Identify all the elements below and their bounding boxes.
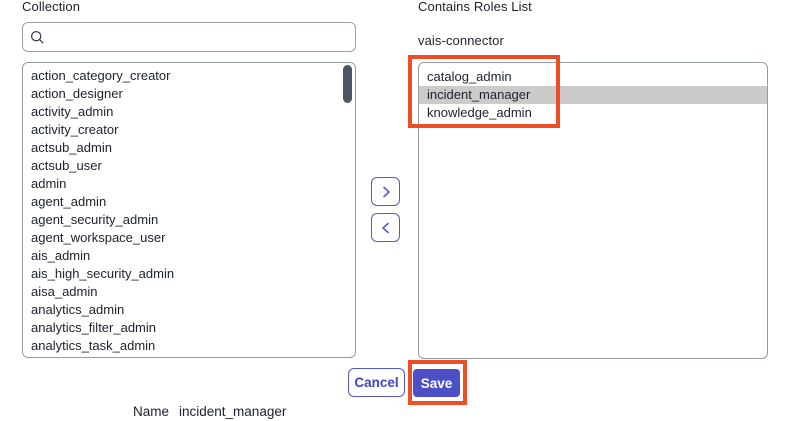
list-item[interactable]: activity_admin (31, 104, 114, 119)
save-button[interactable]: Save (413, 369, 460, 397)
search-input[interactable] (51, 24, 355, 50)
list-item[interactable]: agent_workspace_user (31, 230, 166, 245)
list-item[interactable]: catalog_admin (427, 69, 512, 84)
list-item[interactable]: knowledge_admin (427, 105, 532, 120)
name-value: incident_manager (179, 404, 287, 419)
list-item[interactable]: ais_admin (31, 248, 91, 263)
collection-label: Collection (22, 0, 81, 14)
list-item[interactable]: agent_security_admin (31, 212, 159, 227)
name-label: Name (133, 404, 170, 419)
move-left-button[interactable] (371, 213, 400, 242)
list-item[interactable]: analytics_admin (31, 302, 125, 317)
list-item[interactable]: analytics_filter_admin (31, 320, 157, 335)
list-item[interactable]: aisa_admin (31, 284, 98, 299)
contains-roles-label: Contains Roles List (418, 0, 532, 14)
list-item[interactable]: activity_creator (31, 122, 119, 137)
roles-listbox[interactable]: catalog_admin incident_manager knowledge… (418, 62, 768, 359)
chevron-right-icon (380, 186, 392, 198)
list-item[interactable]: agent_admin (31, 194, 107, 209)
list-item[interactable]: ais_high_security_admin (31, 266, 175, 281)
search-icon (23, 23, 51, 51)
list-item[interactable]: admin (31, 176, 67, 191)
list-item[interactable]: action_category_creator (31, 68, 171, 83)
list-item[interactable]: actsub_user (31, 158, 102, 173)
list-item[interactable]: action_designer (31, 86, 123, 101)
list-item[interactable]: analytics_task_admin (31, 338, 156, 353)
collection-name: vais-connector (418, 33, 504, 48)
collection-listbox[interactable]: action_category_creator action_designer … (22, 62, 356, 358)
move-right-button[interactable] (371, 177, 400, 206)
collection-search (22, 22, 356, 52)
scrollbar-thumb[interactable] (343, 65, 352, 103)
list-item[interactable]: actsub_admin (31, 140, 112, 155)
list-item[interactable]: analytics_viewer (23, 355, 355, 357)
cancel-button[interactable]: Cancel (348, 368, 405, 397)
list-item-selected[interactable]: incident_manager (419, 86, 767, 104)
chevron-left-icon (380, 222, 392, 234)
